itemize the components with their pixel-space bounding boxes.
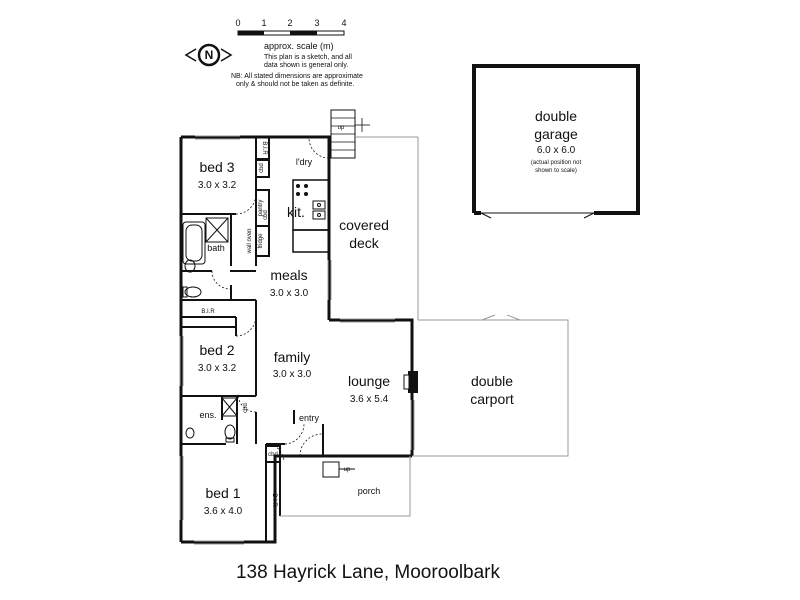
garage-note-1: (actual position not xyxy=(531,160,582,166)
bed2-dimensions: 3.0 x 3.2 xyxy=(198,363,237,374)
windows xyxy=(179,135,415,545)
bed1-label: bed 1 xyxy=(205,485,240,501)
sink-icon xyxy=(312,200,326,220)
double-carport xyxy=(412,314,569,457)
garage-dimensions: 6.0 x 6.0 xyxy=(537,145,576,156)
lounge-label: lounge xyxy=(348,373,390,389)
entry-cbd-label: cbd xyxy=(268,452,278,458)
porch xyxy=(280,456,411,517)
family-label: family xyxy=(274,349,311,365)
sketch-note-line2: data shown is general only. xyxy=(264,62,348,69)
shower-icon xyxy=(205,217,238,417)
meals-label: meals xyxy=(270,267,307,283)
cbd-top-label: cbd xyxy=(259,163,265,173)
pantry-label: pantry xyxy=(258,200,264,217)
dimension-note-line2: only & should not be taken as definite. xyxy=(236,81,354,88)
basin-icon xyxy=(184,259,196,439)
bed2-label: bed 2 xyxy=(199,342,234,358)
ensuite-label: ens. xyxy=(199,410,216,420)
deck-label-1: covered xyxy=(339,217,389,233)
scale-tick-2: 2 xyxy=(287,18,292,28)
garage-note-2: shown to scale) xyxy=(535,168,577,174)
kitchen-cbd-label: cbd xyxy=(263,210,269,220)
compass-letter: N xyxy=(205,48,214,62)
garage-label-2: garage xyxy=(534,126,578,142)
scale-bar: 0 1 2 3 4 approx. scale (m) This plan is… xyxy=(231,18,363,88)
garage-label-1: double xyxy=(535,108,577,124)
carport-label-2: carport xyxy=(470,391,514,407)
bath-label: bath xyxy=(207,243,225,253)
bir-side-label: B I R xyxy=(271,493,277,507)
dimension-note-line1: NB: All stated dimensions are approximat… xyxy=(231,73,363,80)
room-labels: bed 3 3.0 x 3.2 B.I.R cbd l'dry kit. pan… xyxy=(198,125,514,517)
scale-tick-0: 0 xyxy=(235,18,240,28)
bathtub-icon xyxy=(182,221,206,265)
bed3-dimensions: 3.0 x 3.2 xyxy=(198,180,237,191)
door-swings xyxy=(211,137,330,463)
laundry-label: l'dry xyxy=(296,157,313,167)
family-dimensions: 3.0 x 3.0 xyxy=(273,369,312,380)
toilet-icon xyxy=(182,286,236,443)
house-walls xyxy=(179,135,414,544)
carport-label-1: double xyxy=(471,373,513,389)
bir-mid-label: B.I.R xyxy=(201,309,215,315)
kitchen-label: kit. xyxy=(287,204,305,220)
wall-oven-label: wall oven xyxy=(247,228,253,254)
lounge-dimensions: 3.6 x 5.4 xyxy=(350,394,389,405)
interior-walls xyxy=(181,136,330,542)
scale-tick-3: 3 xyxy=(314,18,319,28)
bed1-dimensions: 3.6 x 4.0 xyxy=(204,506,243,517)
deck-stairs-up-label: up xyxy=(338,125,345,131)
fridge-label: fridge xyxy=(258,233,264,249)
covered-deck xyxy=(330,109,419,320)
porch-stairs-up-label: up xyxy=(344,467,351,473)
entry-label: entry xyxy=(299,413,320,423)
property-address: 138 Hayrick Lane, Mooroolbark xyxy=(236,562,501,583)
scale-tick-4: 4 xyxy=(341,18,346,28)
ensuite-cbd-label: cbd xyxy=(243,403,249,413)
double-garage: double garage 6.0 x 6.0 (actual position… xyxy=(472,64,640,219)
cooktop-icon xyxy=(296,184,308,196)
scale-tick-1: 1 xyxy=(261,18,266,28)
bed3-label: bed 3 xyxy=(199,159,234,175)
north-compass-icon: N xyxy=(184,43,233,67)
meals-dimensions: 3.0 x 3.0 xyxy=(270,288,309,299)
sketch-note-line1: This plan is a sketch, and all xyxy=(264,54,352,61)
porch-label: porch xyxy=(358,486,381,496)
deck-label-2: deck xyxy=(349,235,380,251)
fireplace-icon xyxy=(403,371,418,393)
scale-caption: approx. scale (m) xyxy=(264,41,334,51)
bir-top-label: B.I.R xyxy=(261,141,267,155)
